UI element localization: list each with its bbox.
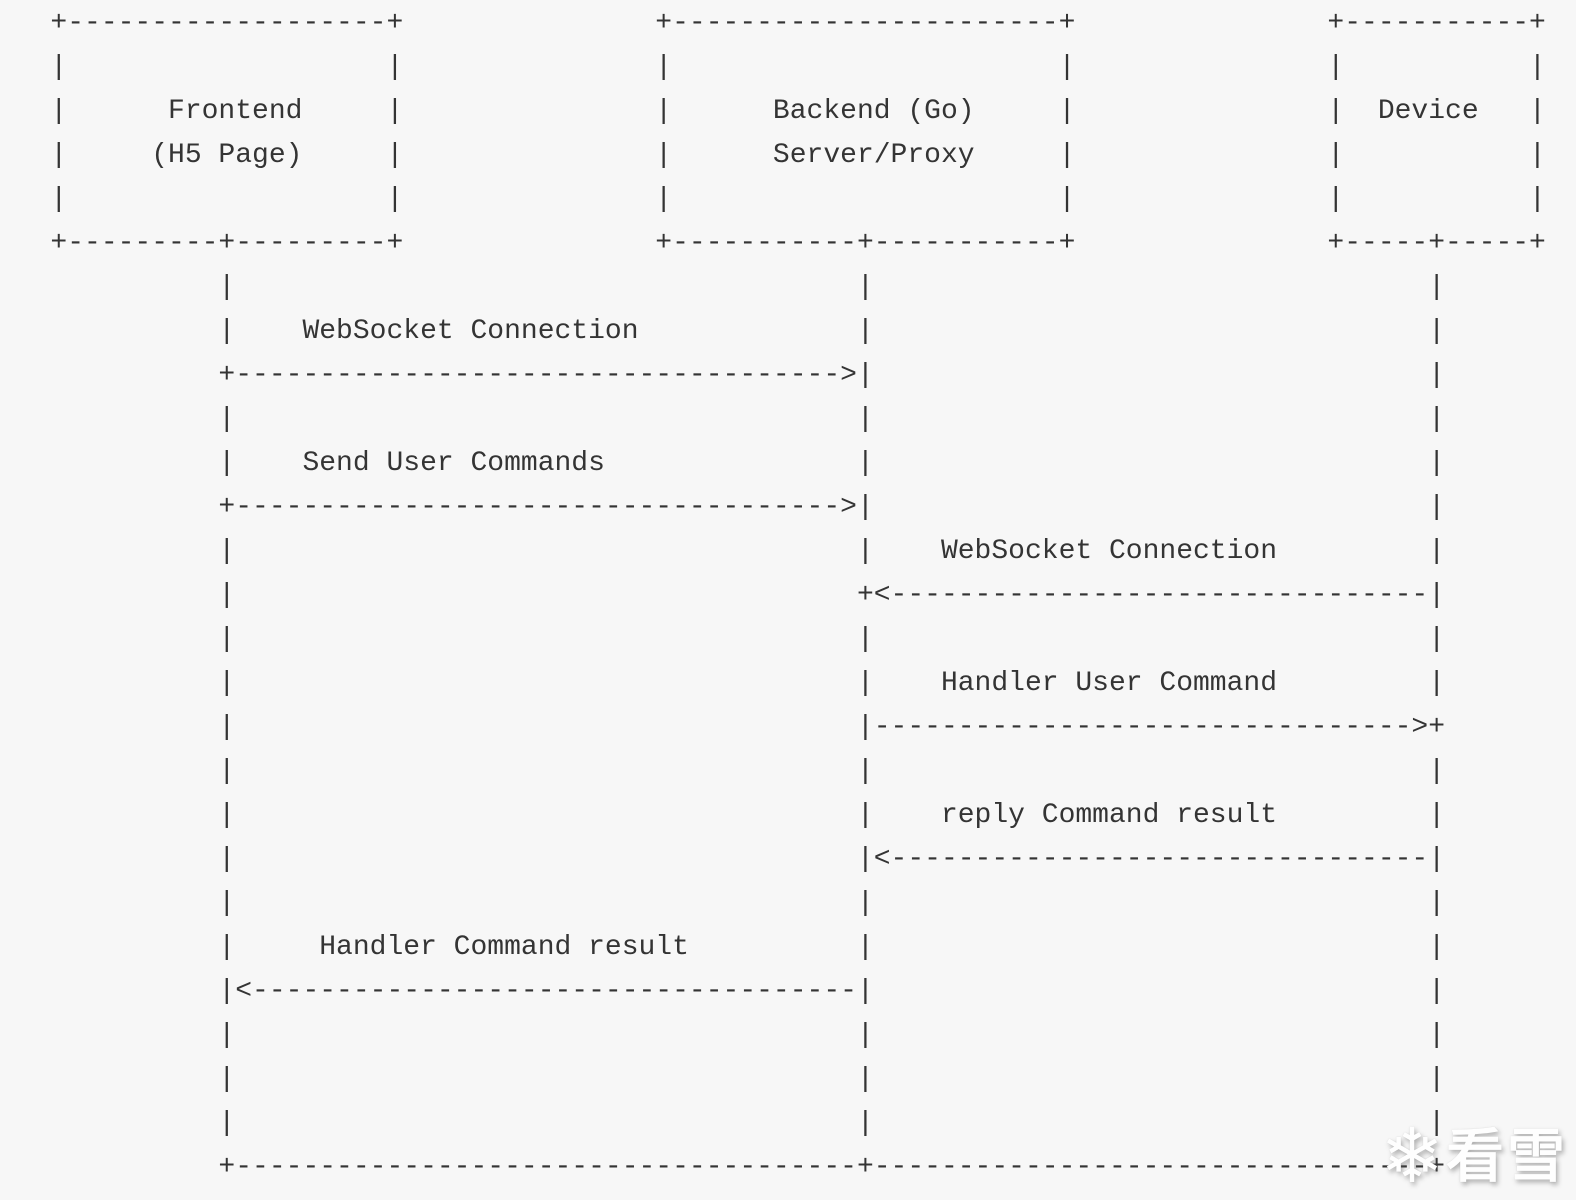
kanxue-watermark: ❄ 看雪	[1380, 1118, 1568, 1194]
watermark-text: 看雪	[1445, 1122, 1568, 1190]
snowflake-icon: ❄	[1380, 1111, 1444, 1200]
